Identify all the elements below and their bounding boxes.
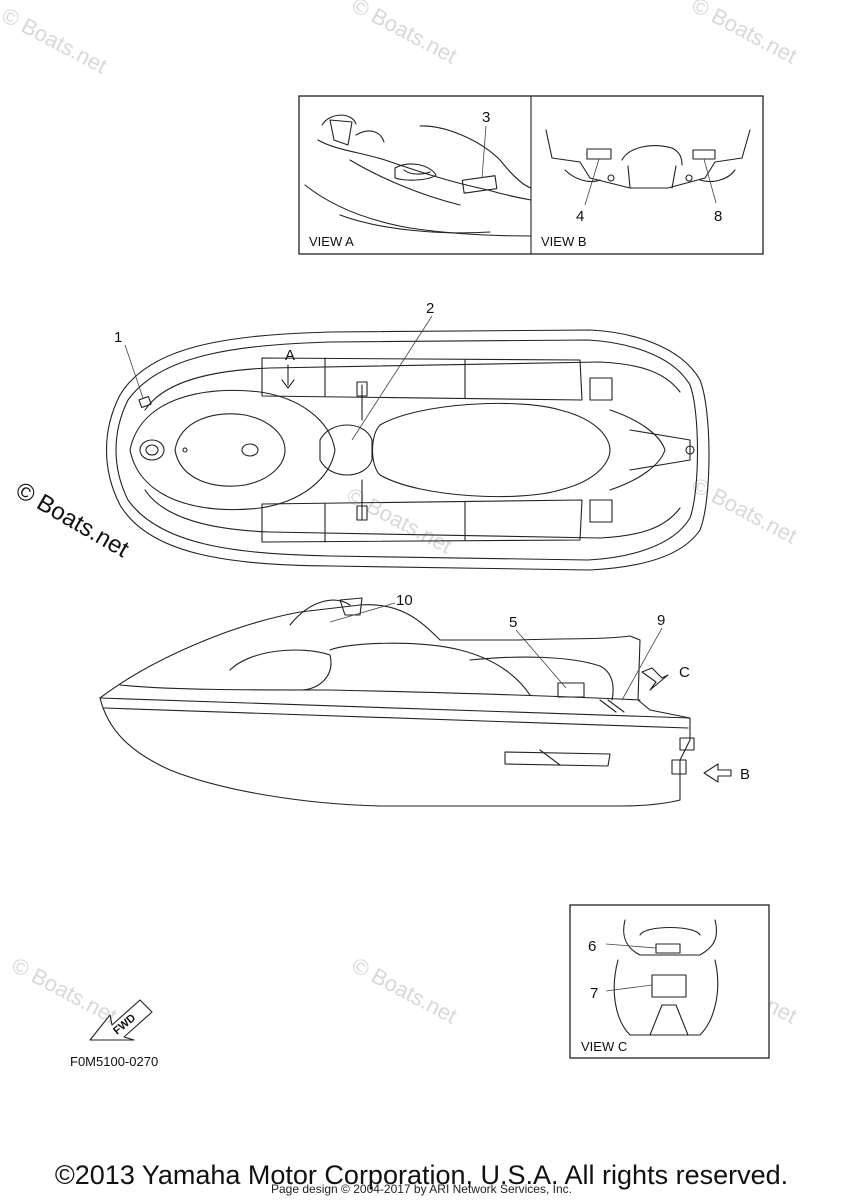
callout-4: 4 <box>576 208 584 225</box>
side-view-watercraft <box>99 597 732 807</box>
page-design-credit: Page design © 2004-2017 by ARI Network S… <box>270 1182 572 1196</box>
watermark-side: © Boats.net <box>11 477 134 563</box>
arrow-c-label: C <box>679 664 690 681</box>
view-a-sketch <box>304 114 532 237</box>
callout-1: 1 <box>114 329 122 346</box>
watermark: © Boats.net <box>8 952 122 1028</box>
watermark: © Boats.net <box>348 952 462 1028</box>
watermark: © Boats.net <box>688 0 802 69</box>
callout-2: 2 <box>426 300 434 317</box>
view-c-panel <box>569 904 770 1059</box>
watermark: © Boats.net <box>0 2 111 78</box>
view-c-label: VIEW C <box>581 1039 627 1054</box>
callout-10: 10 <box>396 592 413 609</box>
view-b-label: VIEW B <box>541 234 587 249</box>
copyright-notice: ©2013 Yamaha Motor Corporation, U.S.A. A… <box>54 1160 789 1190</box>
callout-8: 8 <box>714 208 722 225</box>
callout-3: 3 <box>482 109 490 126</box>
callout-5: 5 <box>509 614 517 631</box>
callout-7: 7 <box>590 985 598 1002</box>
view-ab-panel: 3 VIEW A 4 8 VIEW B <box>298 95 764 255</box>
watermark: © Boats.net <box>348 0 462 69</box>
view-a-label: VIEW A <box>309 234 354 249</box>
callout-9: 9 <box>657 612 665 629</box>
top-view-watercraft <box>106 315 710 571</box>
arrow-a-label: A <box>285 347 295 364</box>
view-b-sketch <box>545 129 751 206</box>
part-number: F0M5100-0270 <box>70 1054 158 1069</box>
callout-6: 6 <box>588 938 596 955</box>
arrow-b-label: B <box>740 766 750 783</box>
